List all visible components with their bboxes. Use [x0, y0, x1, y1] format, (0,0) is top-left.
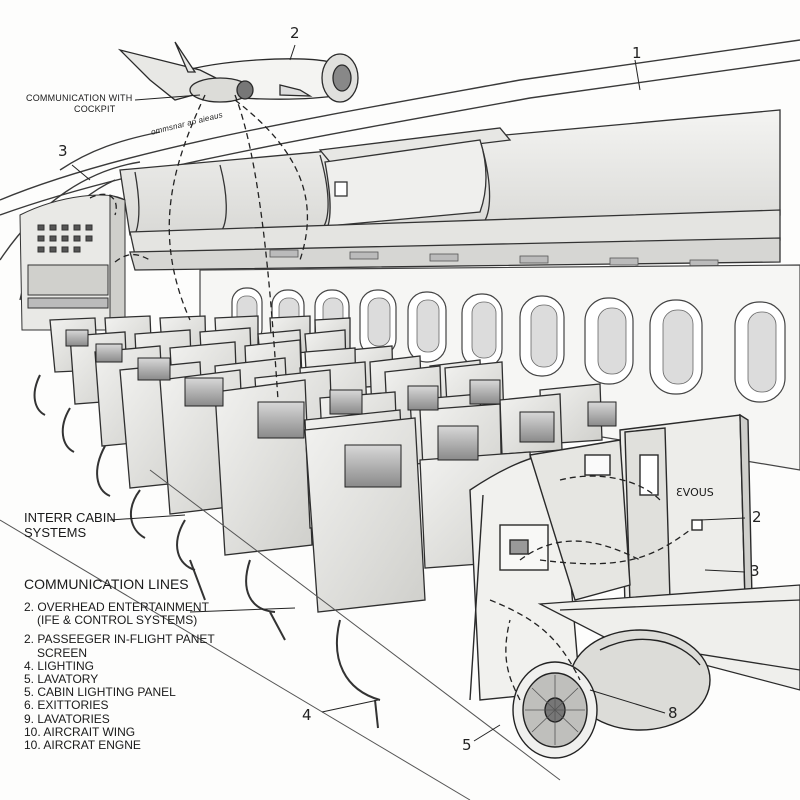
callout-number-2-top: 2 — [290, 24, 300, 42]
seat-armrests — [33, 374, 381, 729]
callout-comm-cockpit-line1: COMMUNICATION WITH — [26, 93, 133, 103]
legend-title: COMMUNICATION LINES — [24, 576, 189, 592]
callout-interr-cabin-line1: INTERR CABIN — [24, 510, 116, 525]
legend: COMMUNICATION LINES 2. OVERHEAD ENTERTAI… — [24, 576, 215, 752]
legend-item: 2. PASSEEGER IN-FLIGHT PANET — [24, 632, 215, 647]
cabin-floor — [0, 469, 561, 800]
legend-item: 9. LAVATORIES — [24, 711, 110, 726]
callout-number-5-bottom: 5 — [462, 736, 472, 754]
legend-item: 4. LIGHTING — [24, 658, 95, 673]
legend-item: (IFE & CONTROL SYSTEMS) — [37, 613, 198, 628]
overhead-bins — [119, 109, 781, 271]
cockpit-area — [19, 194, 126, 331]
legend-item: 10. AIRCRAT ENGNE — [24, 738, 141, 753]
callout-number-2-right: 2 — [752, 508, 762, 526]
legend-item: 5. LAVATORY — [24, 672, 99, 687]
legend-item: 6. EXITTORIES — [24, 698, 109, 713]
callout-number-3-right: 3 — [750, 562, 760, 580]
callout-number-8-bottom: 8 — [668, 704, 678, 722]
callout-leaders — [71, 44, 746, 742]
callout-interr-cabin-line2: SYSTEMS — [24, 525, 87, 540]
callout-number-4-bottom: 4 — [302, 706, 312, 724]
seatback-screens — [65, 329, 617, 488]
legend-item: 10. AIRCRAIT WING — [24, 724, 136, 739]
callout-number-1-top: 1 — [632, 44, 642, 62]
lavatory-unit — [619, 413, 753, 606]
callout-comm-cockpit-line2: COCKPIT — [74, 104, 116, 114]
legend-item: 5. CABIN LIGHTING PANEL — [24, 685, 176, 700]
aircraft-engine — [512, 629, 711, 759]
communication-lines — [89, 94, 691, 701]
lavatory-sign: ƐVOUS — [676, 486, 714, 499]
legend-item: 2. OVERHEAD ENTERTAINMENT — [24, 600, 209, 614]
legend-item: SCREEN — [37, 645, 88, 660]
small-airplane — [117, 41, 359, 103]
callout-number-3-left: 3 — [58, 142, 68, 160]
